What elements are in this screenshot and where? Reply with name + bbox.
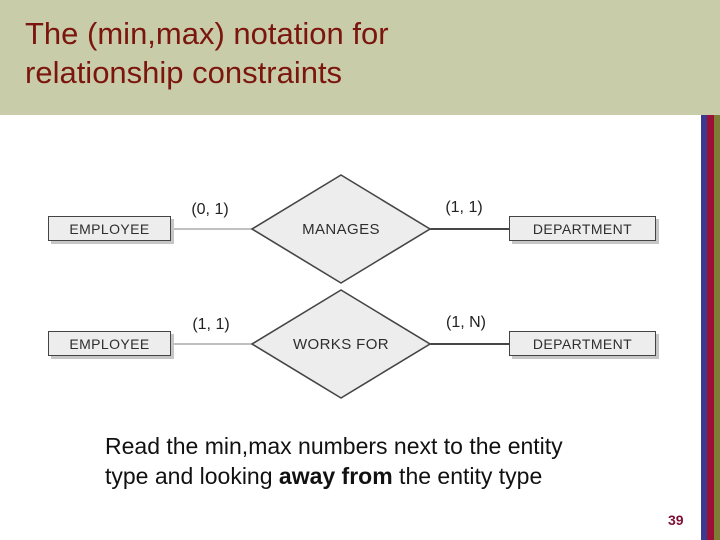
row1-left-cardinality: (0, 1) — [191, 201, 229, 218]
caption: Read the min,max numbers next to the ent… — [105, 431, 585, 491]
row1-relationship-label: MANAGES — [302, 221, 380, 238]
row1-right-entity-box: DEPARTMENT — [509, 216, 656, 241]
row2-right-cardinality: (1, N) — [446, 314, 486, 331]
row2-left-entity-box: EMPLOYEE — [48, 331, 171, 356]
row2-relationship-diamond — [250, 289, 432, 399]
caption-line2-post: the entity type — [392, 463, 543, 489]
caption-line1: Read the min,max numbers next to the ent… — [105, 433, 563, 459]
slide-header: The (min,max) notation for relationship … — [0, 0, 720, 115]
page-number: 39 — [668, 512, 684, 528]
row1-relationship-diamond — [250, 174, 432, 284]
edge-stripe-crimson — [707, 115, 714, 540]
row2-right-entity-box: DEPARTMENT — [509, 331, 656, 356]
row2-left-cardinality: (1, 1) — [192, 316, 230, 333]
slide-title-line1: The (min,max) notation for — [25, 16, 389, 51]
caption-bold-phrase: away from — [278, 463, 393, 489]
row2-relationship-label: WORKS FOR — [293, 336, 389, 353]
edge-stripe-blue — [701, 115, 707, 540]
row1-left-entity-box: EMPLOYEE — [48, 216, 171, 241]
row1-right-cardinality: (1, 1) — [445, 199, 483, 216]
slide-title: The (min,max) notation for relationship … — [25, 14, 625, 92]
slide-title-line2: relationship constraints — [25, 55, 343, 90]
edge-stripe-olive — [714, 115, 720, 540]
caption-line2-pre: type and looking — [105, 463, 279, 489]
